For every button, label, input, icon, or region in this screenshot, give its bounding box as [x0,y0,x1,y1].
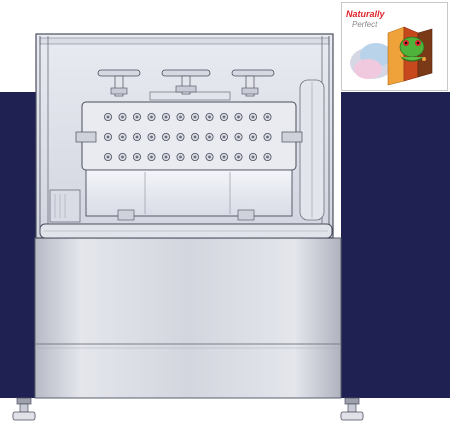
logo-text-naturally: Naturally [346,9,385,19]
nozzle-orifice [164,135,168,139]
valve-handle-3 [231,69,275,97]
nozzle-orifice [208,135,211,139]
lower-cabinet [34,237,342,399]
nozzle-orifice [251,115,255,119]
left-foot [12,397,36,421]
left-side-panel [0,92,36,398]
nozzle-orifice [237,115,240,119]
nozzle-orifice [179,155,182,159]
nozzle-orifice [179,115,182,119]
nozzle-orifice [106,155,110,159]
nozzle-orifice [150,135,153,139]
nozzle-orifice [164,155,168,159]
nozzle-orifice [193,115,197,119]
nozzle-orifice [135,155,139,159]
nozzle-orifice [222,155,226,159]
nozzle-orifice [193,135,197,139]
nozzle-grid [104,113,272,161]
nozzle-orifice [237,135,240,139]
nozzle-orifice [266,135,269,139]
valve-handle-1 [97,69,141,97]
nozzle-orifice [164,115,168,119]
nozzle-orifice [251,135,255,139]
left-clamp [75,131,97,143]
nozzle-orifice [222,115,226,119]
nozzle-orifice [121,135,124,139]
valve-handle-2 [161,69,211,95]
nozzle-orifice [266,115,269,119]
right-foot [340,397,364,421]
naturally-perfect-logo: Naturally Perfect [341,2,448,91]
nozzle-orifice [208,115,211,119]
nozzle-orifice [193,155,197,159]
nozzle-orifice [135,135,139,139]
logo-text-perfect: Perfect [352,20,378,29]
nozzle-orifice [237,155,240,159]
nozzle-orifice [266,155,269,159]
nozzle-orifice [121,155,124,159]
nozzle-orifice [106,135,110,139]
nozzle-orifice [251,155,255,159]
nozzle-orifice [106,115,110,119]
right-clamp [281,131,303,143]
tree-frog-icon [350,26,433,86]
nozzle-orifice [121,115,124,119]
nozzle-orifice [150,115,153,119]
nozzle-orifice [222,135,226,139]
right-side-panel [341,92,450,398]
nozzle-orifice [135,115,139,119]
nozzle-orifice [208,155,211,159]
nozzle-orifice [150,155,153,159]
nozzle-orifice [179,135,182,139]
wash-tray [85,169,293,217]
